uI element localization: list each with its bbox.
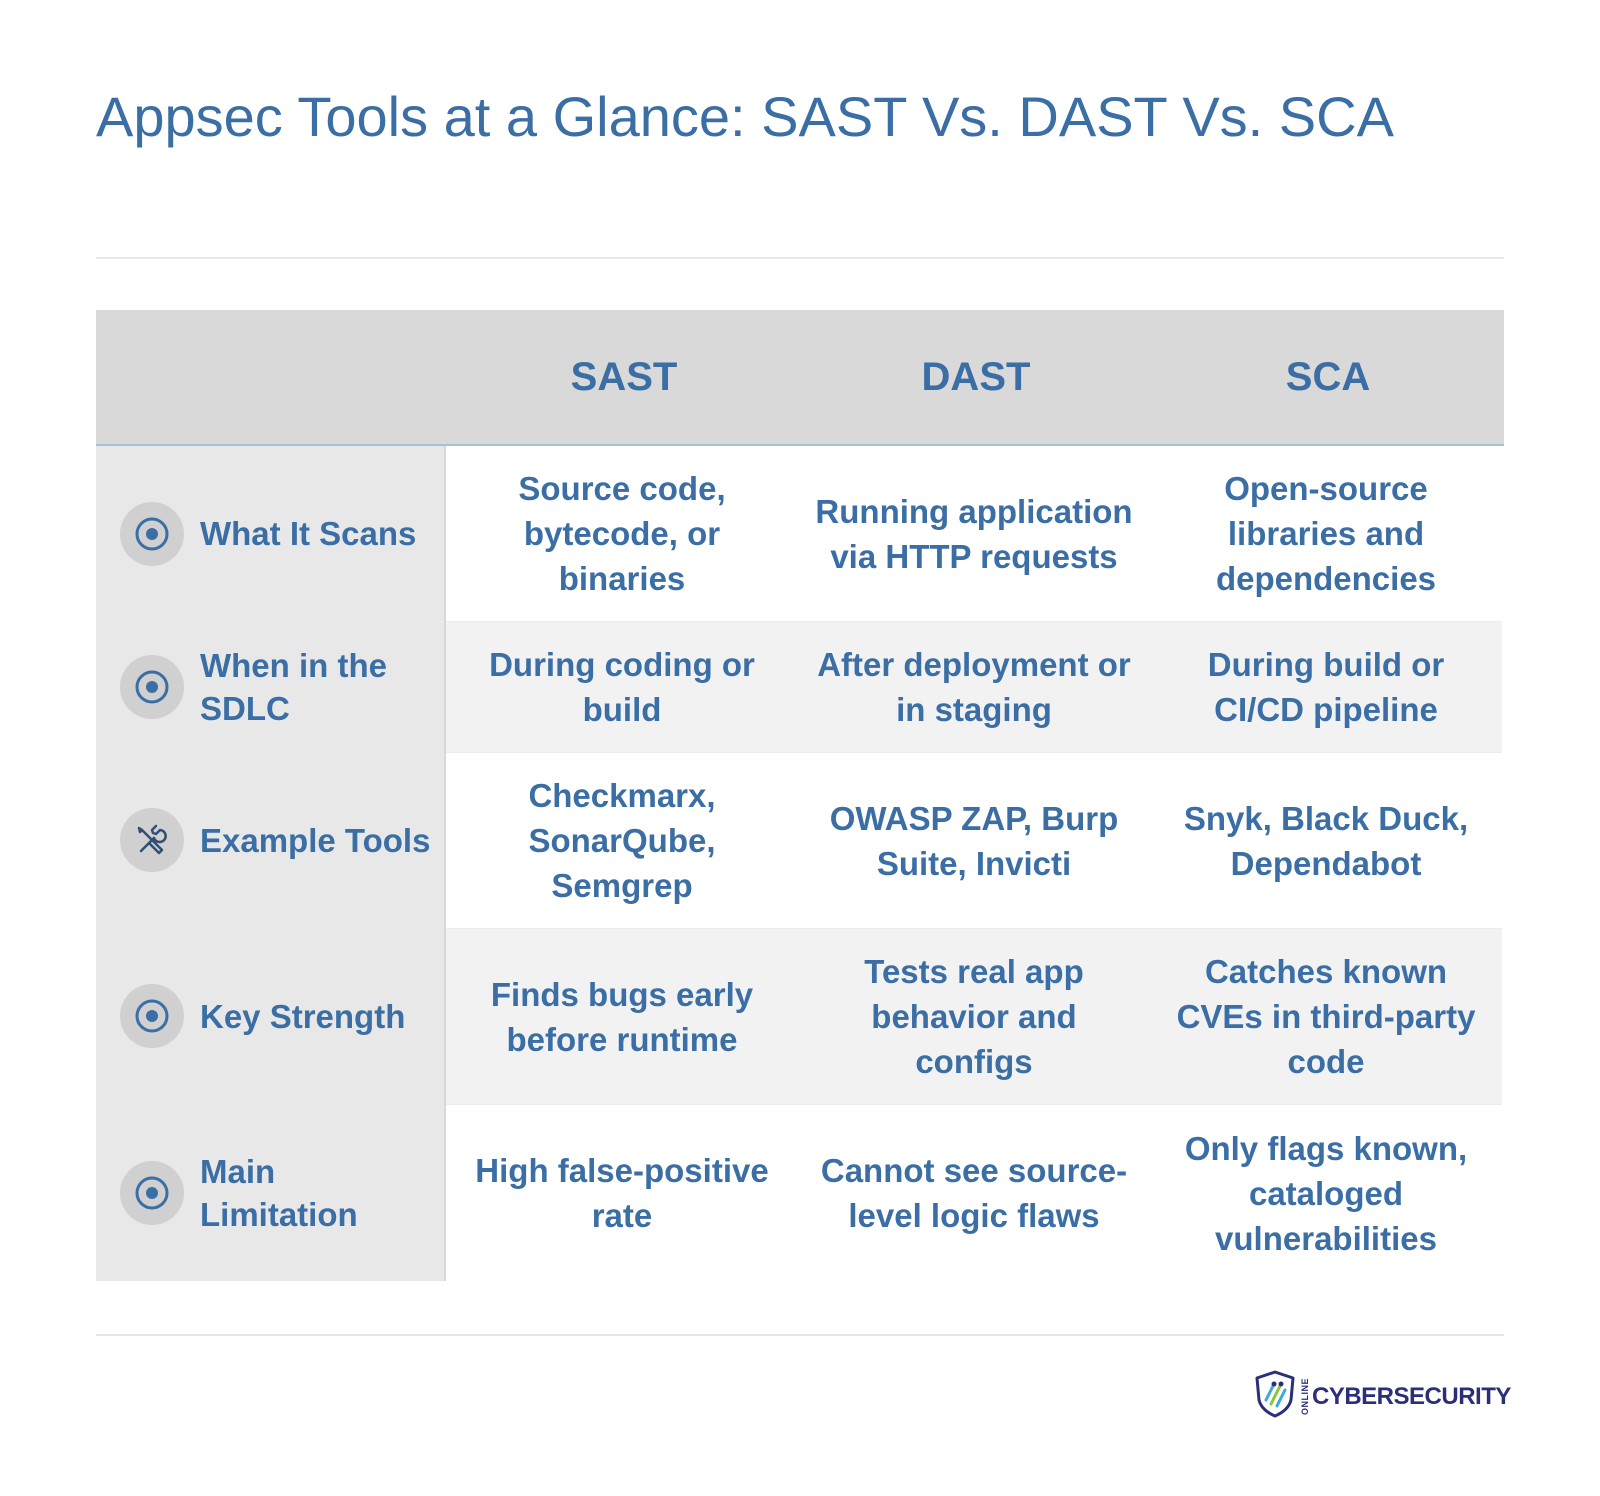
table-header-row: SAST DAST SCA — [96, 310, 1504, 446]
table-cell: Open-source libraries and dependencies — [1150, 446, 1502, 621]
brand-logo: ONLINE CYBERSECURITY — [1254, 1370, 1511, 1423]
table-cell: During build or CI/CD pipeline — [1150, 621, 1502, 752]
logo-brand-text: CYBERSECURITY — [1312, 1382, 1511, 1410]
row-label: What It Scans — [200, 515, 417, 552]
column-header-sca: SCA — [1285, 354, 1371, 399]
row-header-main-limitation: Main Limitation — [96, 1104, 446, 1281]
table-cell: Catches known CVEs in third-party code — [1150, 928, 1502, 1104]
table-row: Example Tools Checkmarx, SonarQube, Semg… — [96, 752, 1504, 928]
table-cell: After deployment or in staging — [798, 621, 1150, 752]
table-cell: Running application via HTTP requests — [798, 446, 1150, 621]
table-cell: OWASP ZAP, Burp Suite, Invicti — [798, 752, 1150, 928]
row-label: When in the SDLC — [200, 646, 387, 727]
table-cell: Snyk, Black Duck, Dependabot — [1150, 752, 1502, 928]
target-icon — [120, 501, 184, 566]
title-divider — [96, 257, 1504, 259]
target-icon — [120, 984, 184, 1048]
row-header-when-in-sdlc: When in the SDLC — [96, 621, 446, 752]
table-row: Main Limitation High false-positive rate… — [96, 1104, 1504, 1281]
table-cell: Source code, bytecode, or binaries — [446, 446, 798, 621]
page-title: Appsec Tools at a Glance: SAST Vs. DAST … — [96, 85, 1394, 148]
logo-small-text: ONLINE — [1300, 1377, 1310, 1415]
table-cell: During coding or build — [446, 621, 798, 752]
row-label: Example Tools — [200, 821, 431, 859]
row-label: Key Strength — [200, 997, 406, 1035]
target-icon — [120, 1160, 184, 1225]
column-header-dast: DAST — [921, 354, 1031, 399]
table-cell: High false-positive rate — [446, 1104, 798, 1281]
table-cell: Tests real app behavior and configs — [798, 928, 1150, 1104]
comparison-table: SAST DAST SCA What It Scans Source code,… — [96, 310, 1504, 1281]
table-row: Key Strength Finds bugs early before run… — [96, 928, 1504, 1104]
row-header-key-strength: Key Strength — [96, 928, 446, 1104]
row-header-what-it-scans: What It Scans — [96, 446, 446, 621]
footer-divider — [96, 1334, 1504, 1336]
tools-icon — [120, 808, 184, 872]
row-header-example-tools: Example Tools — [96, 752, 446, 928]
table-cell: Only flags known, cataloged vulnerabilit… — [1150, 1104, 1502, 1281]
table-row: What It Scans Source code, bytecode, or … — [96, 446, 1504, 621]
row-label: Main Limitation — [200, 1152, 358, 1233]
table-cell: Finds bugs early before runtime — [446, 928, 798, 1104]
column-header-sast: SAST — [570, 354, 678, 399]
shield-icon — [1254, 1370, 1296, 1423]
table-cell: Checkmarx, SonarQube, Semgrep — [446, 752, 798, 928]
header-corner-cell — [96, 310, 448, 444]
table-cell: Cannot see source-level logic flaws — [798, 1104, 1150, 1281]
table-row: When in the SDLC During coding or build … — [96, 621, 1504, 752]
target-icon — [120, 654, 184, 719]
